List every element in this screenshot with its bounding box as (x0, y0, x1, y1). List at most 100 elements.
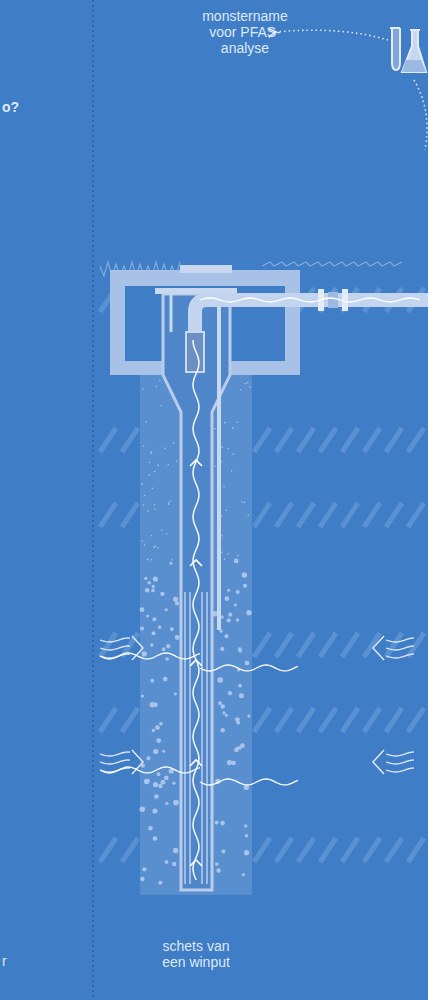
gravel-dot (142, 483, 144, 485)
hatch-stroke (364, 503, 380, 527)
gravel-dot (234, 748, 239, 753)
hatch-stroke (254, 838, 270, 862)
water-line (100, 653, 200, 659)
sample-leader (414, 80, 427, 150)
gravel-dot (242, 873, 245, 876)
gravel-dot (163, 677, 168, 682)
gravel-dot (221, 551, 223, 553)
gravel-dot (245, 834, 248, 837)
gravel-dot (225, 714, 228, 717)
hatch-stroke (342, 428, 358, 452)
gravel-dot (165, 608, 168, 611)
gravel-dot (153, 749, 158, 754)
hatch-stroke (276, 633, 292, 657)
hatch-stroke (364, 428, 380, 452)
flow-arrowhead (190, 460, 202, 466)
gravel-dot (153, 576, 158, 581)
gravel-dot (152, 487, 154, 489)
hatch-stroke (122, 428, 138, 452)
hatch-stroke (320, 503, 336, 527)
hatch-stroke (276, 428, 292, 452)
screen-slot (189, 592, 191, 884)
gravel-dot (244, 383, 246, 385)
gravel-dot (159, 380, 161, 382)
inflow-head (373, 750, 384, 774)
gravel-dot (144, 495, 146, 497)
gravel-dot (236, 421, 238, 423)
gravel-dot (228, 613, 232, 617)
gravel-dot (164, 775, 169, 780)
gravel-dot (143, 445, 145, 447)
hatch-stroke (100, 633, 116, 657)
gravel-dot (220, 728, 224, 732)
gravel-dot (173, 442, 175, 444)
gravel-dot (220, 647, 224, 651)
small-tube (170, 294, 173, 332)
gravel-dot (150, 702, 156, 708)
gravel-dot (145, 421, 147, 423)
gravel-dot (165, 657, 169, 661)
gravel-dot (168, 502, 170, 504)
gravel-dot (166, 644, 170, 648)
gravel-dot (173, 800, 179, 806)
gravel-dot (169, 562, 172, 565)
gravel-dot (224, 634, 228, 638)
gravel-dot (151, 535, 153, 537)
gravel-dot (158, 784, 162, 788)
gravel-dot (140, 806, 146, 812)
gravel-dot (158, 881, 162, 885)
gravel-dot (175, 601, 179, 605)
gravel-dot (144, 544, 146, 546)
gravel-dot (156, 386, 158, 388)
gravel-dot (234, 604, 237, 607)
gravel-dot (173, 597, 178, 602)
gravel-dot (141, 540, 143, 542)
flow-arrowhead (190, 760, 202, 766)
gravel-dot (153, 547, 155, 549)
gravel-dot (244, 502, 246, 504)
inflow-arrow (100, 760, 130, 764)
gravel-dot (226, 510, 228, 512)
gravel-dot (222, 711, 225, 714)
gravel-dot (221, 515, 223, 517)
gravel-dot (225, 596, 230, 601)
gravel-dot (228, 691, 232, 695)
gravel-dot (239, 693, 244, 698)
water-line (200, 779, 298, 785)
gravel-dot (247, 714, 250, 717)
gravel-dot (148, 826, 152, 830)
hatch-stroke (408, 633, 424, 657)
gravel-dot (152, 617, 156, 621)
hatch-stroke (100, 503, 116, 527)
gravel-dot (224, 558, 226, 560)
hatch-stroke (276, 503, 292, 527)
gravel-dot (249, 386, 251, 388)
gravel-dot (232, 453, 234, 455)
gravel-dot (142, 867, 146, 871)
gravel-dot (221, 704, 225, 708)
hatch-stroke (298, 838, 314, 862)
hatch-stroke (364, 838, 380, 862)
gravel-dot (217, 677, 223, 683)
well-screen (185, 592, 207, 884)
gravel-dot (161, 529, 163, 531)
gravel-dot (142, 651, 147, 656)
hatch-stroke (364, 708, 380, 732)
gravel-dot (151, 559, 153, 561)
gravel-dot (247, 382, 249, 384)
pump (186, 332, 204, 372)
gravel-dot (156, 738, 161, 743)
gravel-dot (140, 626, 144, 630)
gravel-dot (243, 584, 247, 588)
gravel-dot (238, 684, 242, 688)
gravel-dot (216, 868, 221, 873)
gravel-dot (144, 779, 150, 785)
gravel-dot (231, 470, 233, 472)
gravel-dot (145, 588, 150, 593)
chamber-lid (180, 265, 232, 273)
gravel-dot (160, 405, 162, 407)
gravel-dot (223, 486, 225, 488)
gravel-dot (168, 503, 170, 505)
gravel-dot (154, 545, 156, 547)
gravel-dot (176, 460, 178, 462)
